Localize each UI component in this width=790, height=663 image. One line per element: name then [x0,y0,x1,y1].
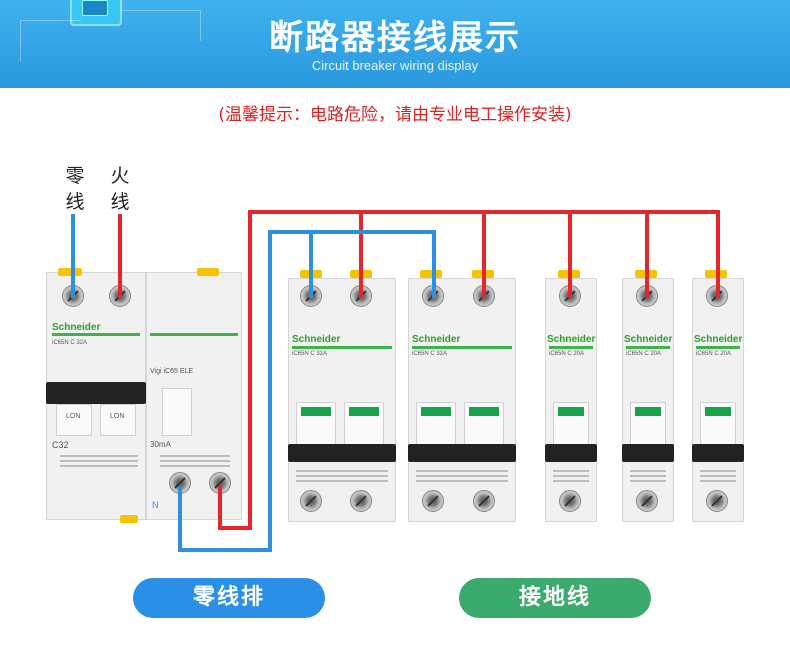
breaker-model: iC65N C 20A [626,351,662,357]
lon-label: LON [110,413,125,420]
vent-grille [296,470,388,484]
live-wire [218,486,222,530]
toggle-switch[interactable] [553,402,589,446]
neutral-label-char: 线 [65,191,85,213]
toggle-handle[interactable] [288,444,396,462]
rcd-model: Vigi iC65 ELE [150,368,194,375]
terminal-screw-icon[interactable] [350,490,372,512]
circuit-decoration [20,20,81,61]
toggle-switch[interactable] [416,402,456,446]
toggle-switch[interactable] [56,404,92,436]
page-title: 断路器接线展示 [269,18,521,58]
breaker-rating: C32 [52,440,69,450]
toggle-handle[interactable] [622,444,674,462]
breaker-model: iC65N C 32A [412,351,448,357]
toggle-switch[interactable] [100,404,136,436]
live-label-char: 线 [110,191,130,213]
toggle-handle[interactable] [545,444,597,462]
double-breaker-1 [288,278,396,522]
rcd-current: 30mA [150,440,171,449]
toggle-handle[interactable] [692,444,744,462]
terminal-screw-icon[interactable] [422,490,444,512]
brand-logo: Schneider [412,334,461,345]
breaker-model: iC65N C 20A [696,351,732,357]
breaker-model: iC65N C 32A [292,351,328,357]
brand-stripe [412,346,512,349]
circuit-decoration [120,10,201,41]
lon-label: LON [66,413,81,420]
terminal-screw-icon[interactable] [636,490,658,512]
neutral-label-char: 零 [65,165,85,187]
toggle-switch[interactable] [464,402,504,446]
neutral-drop-wire [309,230,313,298]
live-drop-wire [482,210,486,298]
terminal-tab [58,268,82,276]
vent-grille [416,470,508,484]
terminal-tab [197,268,219,276]
safety-warning: (温馨提示：电路危险，请由专业电工操作安装) [218,105,572,125]
vent-grille [60,455,138,469]
live-wire-in [118,214,122,298]
single-breaker-3 [692,278,744,522]
brand-stripe [52,333,140,336]
toggle-handle[interactable] [408,444,516,462]
ground-wire-button[interactable]: 接地线 [459,578,651,618]
single-breaker-2 [622,278,674,522]
brand-logo: Schneider [52,322,101,333]
neutral-wire [178,486,182,552]
live-label-char: 火 [110,165,130,187]
vent-grille [553,470,589,484]
chip-decoration-icon [70,0,122,26]
terminal-screw-icon[interactable] [706,490,728,512]
brand-logo: Schneider [624,334,673,345]
toggle-switch[interactable] [630,402,666,446]
brand-logo: Schneider [292,334,341,345]
neutral-wire [178,548,272,552]
brand-stripe [150,333,238,336]
vent-grille [700,470,736,484]
brand-logo: Schneider [547,334,596,345]
terminal-screw-icon[interactable] [300,490,322,512]
brand-stripe [549,346,593,349]
brand-stripe [696,346,740,349]
terminal-tab [420,270,442,278]
brand-stripe [626,346,670,349]
neutral-wire [268,230,272,552]
neutral-bar-button[interactable]: 零线排 [133,578,325,618]
toggle-switch[interactable] [296,402,336,446]
vent-grille [630,470,666,484]
terminal-screw-icon[interactable] [559,490,581,512]
live-drop-wire [645,210,649,298]
page-subtitle: Circuit breaker wiring display [311,58,479,73]
toggle-handle[interactable] [46,382,146,404]
breaker-model: iC65N C 32A [52,340,88,346]
terminal-screw-icon[interactable] [473,490,495,512]
din-clip [120,515,138,523]
double-breaker-2 [408,278,516,522]
brand-stripe [292,346,392,349]
neutral-label: 零 线 [65,163,85,215]
live-drop-wire [716,210,720,298]
live-wire [218,526,252,530]
live-drop-wire [359,210,363,298]
vent-grille [160,455,230,469]
single-breaker-1 [545,278,597,522]
live-drop-wire [568,210,572,298]
rcd-lever[interactable] [162,388,192,436]
neutral-wire-in [71,214,75,298]
toggle-switch[interactable] [344,402,384,446]
header-banner: 断路器接线展示 Circuit breaker wiring display [0,0,790,88]
neutral-drop-wire [432,230,436,298]
neutral-bus-wire [268,230,436,234]
neutral-mark: N [152,500,159,510]
live-label: 火 线 [110,163,130,215]
breaker-model: iC65N C 20A [549,351,585,357]
toggle-switch[interactable] [700,402,736,446]
brand-logo: Schneider [694,334,743,345]
live-wire [248,210,252,530]
